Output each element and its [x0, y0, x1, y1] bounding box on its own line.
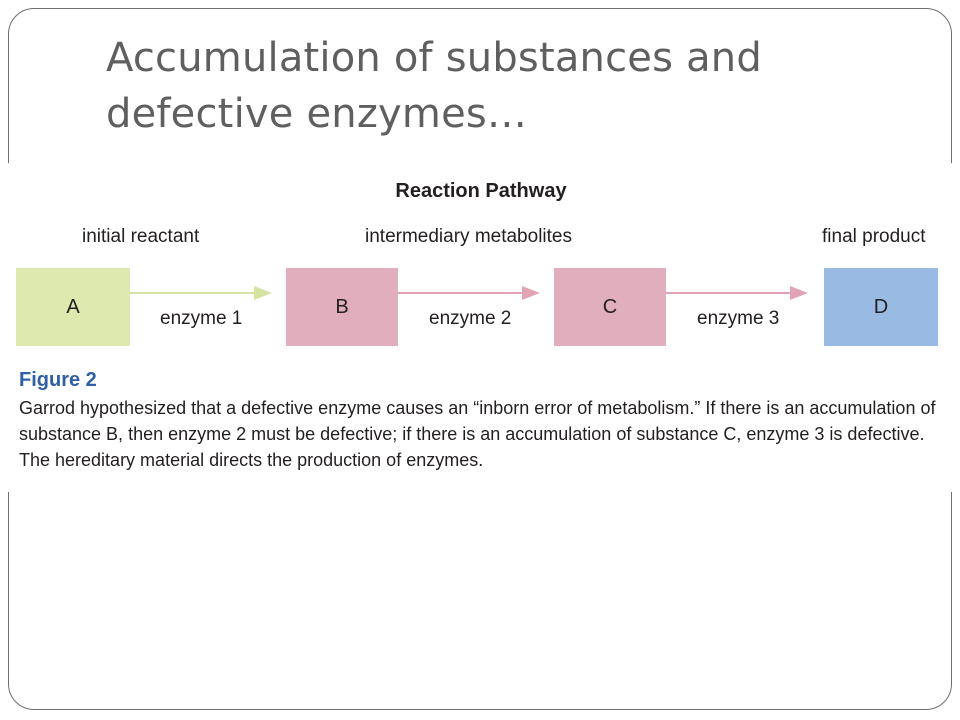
stage-label-initial: initial reactant	[82, 226, 200, 247]
figure-caption: Garrod hypothesized that a defective enz…	[19, 398, 936, 470]
figure-number: Figure 2	[19, 369, 97, 391]
stage-label-intermediate: intermediary metabolites	[365, 226, 572, 247]
node-a-label: A	[66, 295, 80, 318]
node-d: D	[824, 268, 938, 346]
figure-panel: Reaction Pathway initial reactant interm…	[8, 163, 954, 492]
node-b: B	[286, 268, 398, 346]
node-c: C	[554, 268, 666, 346]
stage-label-final: final product	[822, 226, 926, 247]
edge-arrow-c-d	[666, 286, 808, 300]
node-b-label: B	[335, 295, 349, 318]
edge-label-enzyme-3: enzyme 3	[697, 308, 780, 329]
edge-arrow-b-c	[398, 286, 540, 300]
edge-arrow-a-b	[130, 286, 272, 300]
edge-label-enzyme-1: enzyme 1	[160, 308, 243, 329]
diagram-title: Reaction Pathway	[395, 180, 567, 202]
node-a: A	[16, 268, 130, 346]
slide-title: Accumulation of substances and defective…	[106, 35, 762, 137]
node-d-label: D	[873, 295, 889, 318]
node-c-label: C	[602, 295, 618, 318]
edge-label-enzyme-2: enzyme 2	[429, 308, 512, 329]
